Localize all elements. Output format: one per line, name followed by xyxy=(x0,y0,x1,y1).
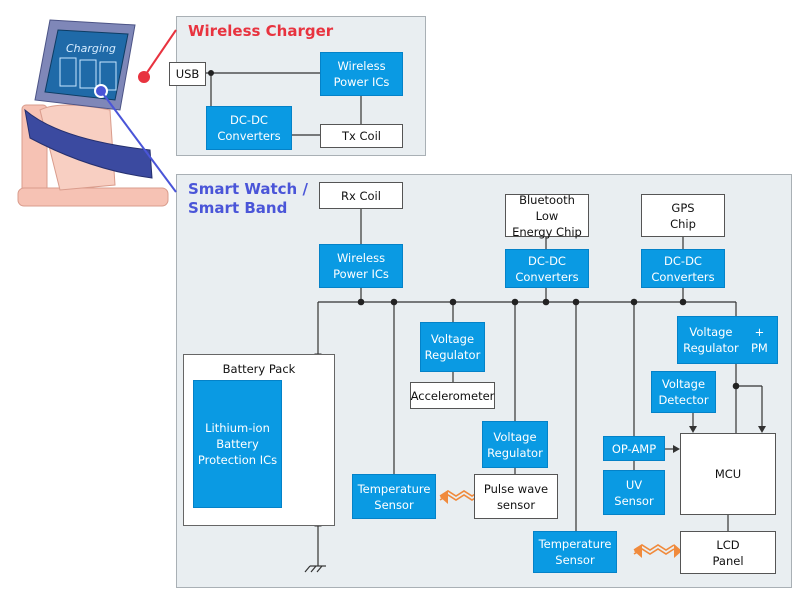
watch-screen xyxy=(44,29,129,101)
op-amp-block: OP-AMP xyxy=(603,436,665,461)
charger-wireless-power-ics: Wireless Power ICs xyxy=(320,52,403,96)
gps-dcdc-converters: DC-DC Converters xyxy=(641,249,725,288)
pulse-wave-sensor: Pulse wave sensor xyxy=(474,474,558,519)
voltage-detector: Voltage Detector xyxy=(651,371,716,413)
voltage-regulator-accel: Voltage Regulator xyxy=(420,322,485,372)
ble-dcdc-converters: DC-DC Converters xyxy=(505,249,589,288)
voltage-regulator-pm: Voltage Regulator + PM xyxy=(677,316,778,364)
screen-charging-text: Charging xyxy=(66,42,116,55)
temperature-sensor-2: Temperature Sensor xyxy=(533,531,617,573)
screen-battery-icon xyxy=(59,57,77,87)
uv-sensor: UV Sensor xyxy=(603,470,665,515)
lithium-ion-protection-ics: Lithium-ion Battery Protection ICs xyxy=(193,380,282,508)
mcu-block: MCU xyxy=(680,433,776,515)
lcd-panel: LCD Panel xyxy=(680,531,776,574)
usb-block: USB xyxy=(169,62,206,86)
pm-label: + PM xyxy=(751,325,768,355)
vreg-pm-label: Voltage Regulator xyxy=(683,325,739,355)
gps-chip-block: GPS Chip xyxy=(641,194,725,237)
smart-watch-title: Smart Watch / Smart Band xyxy=(188,180,308,217)
watch-band xyxy=(24,108,153,179)
screen-battery-icon xyxy=(79,59,97,89)
battery-pack-label: Battery Pack xyxy=(222,362,296,376)
smartwatch-illustration: Charging xyxy=(17,19,169,207)
temperature-sensor-1: Temperature Sensor xyxy=(352,474,436,519)
tx-coil-block: Tx Coil xyxy=(320,124,403,148)
charger-stand-base xyxy=(17,187,169,207)
ble-chip-block: Bluetooth Low Energy Chip xyxy=(505,193,589,239)
accelerometer-block: Accelerometer xyxy=(410,382,495,409)
wireless-charger-title: Wireless Charger xyxy=(188,22,334,40)
charger-dcdc-converters: DC-DC Converters xyxy=(206,106,292,150)
screen-battery-icon xyxy=(99,61,117,91)
watch-wireless-power-ics: Wireless Power ICs xyxy=(319,244,403,288)
voltage-regulator-pulse: Voltage Regulator xyxy=(482,421,548,468)
rx-coil-block: Rx Coil xyxy=(319,182,403,209)
